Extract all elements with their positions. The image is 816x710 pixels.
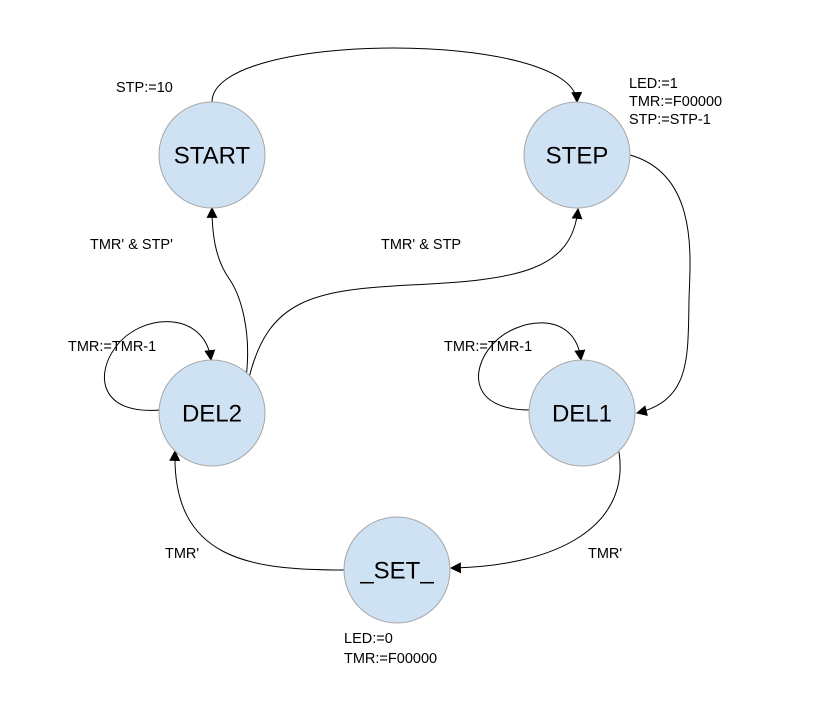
edge-start-to-step	[211, 47, 583, 104]
set-to-del2-label: TMR'	[165, 546, 199, 562]
step-action-label-1: LED:=1	[629, 76, 678, 92]
state-del1: DEL1	[528, 359, 636, 467]
set-action-label-1: LED:=0	[344, 631, 393, 647]
del2-loop-label: TMR:=TMR-1	[68, 339, 156, 355]
del1-loop-label: TMR:=TMR-1	[444, 339, 532, 355]
edge-del1-to-set	[449, 451, 621, 574]
state-set-label: _SET_	[359, 558, 434, 585]
edge-set-to-del2	[169, 449, 345, 571]
step-action-label-2: TMR:=F00000	[629, 94, 722, 110]
state-del1-label: DEL1	[552, 401, 612, 428]
state-start-label: START	[174, 143, 251, 170]
del2-to-start-label: TMR' & STP'	[90, 237, 173, 253]
state-start: START	[158, 101, 266, 209]
edge-del2-to-start	[206, 206, 249, 379]
edge-step-to-del1	[629, 154, 691, 416]
edge-del2-self-loop	[103, 321, 216, 411]
del2-to-step-label: TMR' & STP	[381, 237, 461, 253]
transitions	[103, 47, 691, 574]
edge-del2-to-step	[248, 207, 583, 379]
edge-del1-self-loop	[478, 322, 586, 411]
state-del2: DEL2	[158, 359, 266, 467]
state-set: _SET_	[343, 516, 451, 624]
step-action-label-3: STP:=STP-1	[629, 112, 711, 128]
start-action-label: STP:=10	[116, 80, 173, 96]
state-step-label: STEP	[546, 143, 609, 170]
set-action-label-2: TMR:=F00000	[344, 651, 437, 667]
state-del2-label: DEL2	[182, 401, 242, 428]
state-step: STEP	[523, 101, 631, 209]
del1-to-set-label: TMR'	[588, 546, 622, 562]
